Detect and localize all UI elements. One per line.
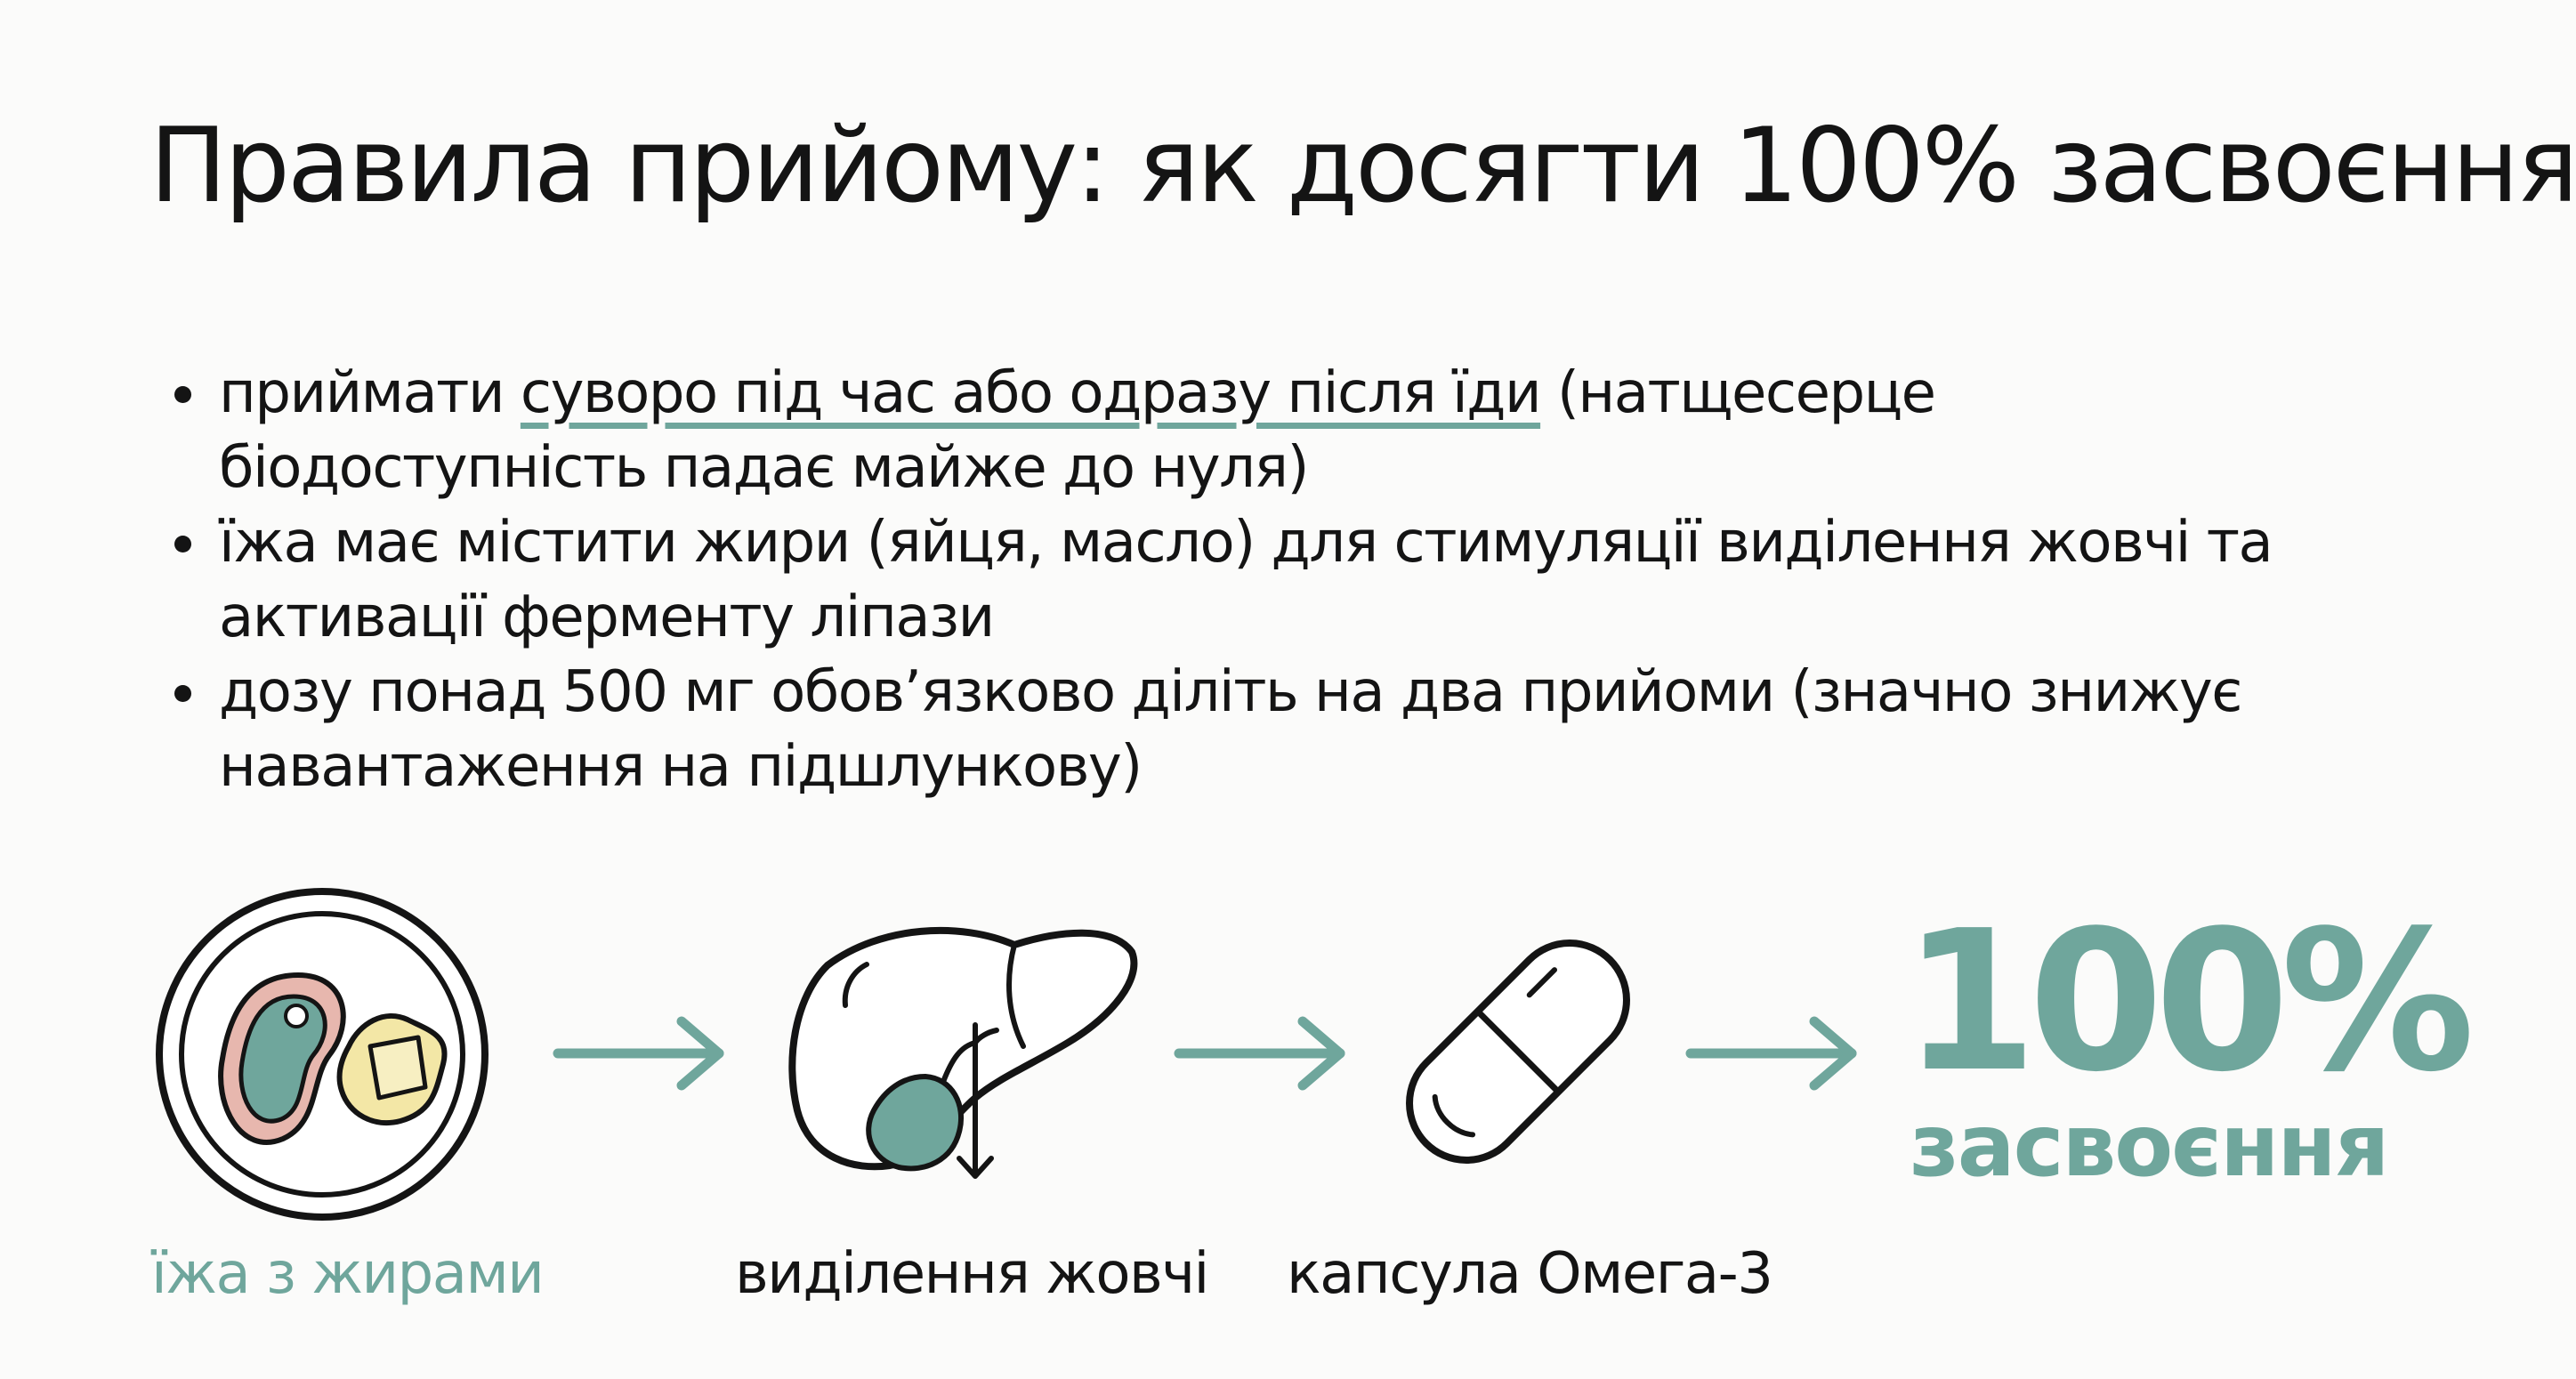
liver-icon	[788, 926, 1138, 1179]
slide: Правила прийому: як досягти 100% засвоєн…	[149, 107, 2576, 1307]
absorption-flow	[156, 888, 1857, 1221]
arrow-icon	[553, 1016, 724, 1091]
plate-icon	[156, 888, 489, 1221]
capsule-icon	[1406, 939, 1630, 1164]
arrow-icon	[1174, 1016, 1345, 1091]
rule-1-highlight: суворо під час або одразу після їди	[520, 360, 1542, 426]
step-label-capsule: капсула Омега-3	[1287, 1241, 1773, 1307]
step-label-bile: виділення жовчі	[735, 1241, 1209, 1307]
arrow-icon	[1685, 1016, 1857, 1091]
page-title: Правила прийому: як досягти 100% засвоєн…	[149, 106, 2576, 226]
rule-1-rest: (натщесерце біодоступність падає майже д…	[219, 360, 1936, 501]
result-label: засвоєння	[1910, 1096, 2389, 1196]
rules-list: приймати суворо під час або одразу після…	[169, 356, 2349, 804]
rule-item-1: приймати суворо під час або одразу після…	[169, 356, 2349, 505]
result-value: 100%	[1902, 890, 2475, 1115]
rule-item-2: їжа має містити жири (яйця, масло) для с…	[169, 505, 2349, 655]
step-label-food: їжа з жирами	[151, 1241, 545, 1307]
rule-1-lead: приймати	[219, 360, 521, 426]
rule-item-3: дозу понад 500 мг обов’язково діліть на …	[169, 655, 2349, 804]
